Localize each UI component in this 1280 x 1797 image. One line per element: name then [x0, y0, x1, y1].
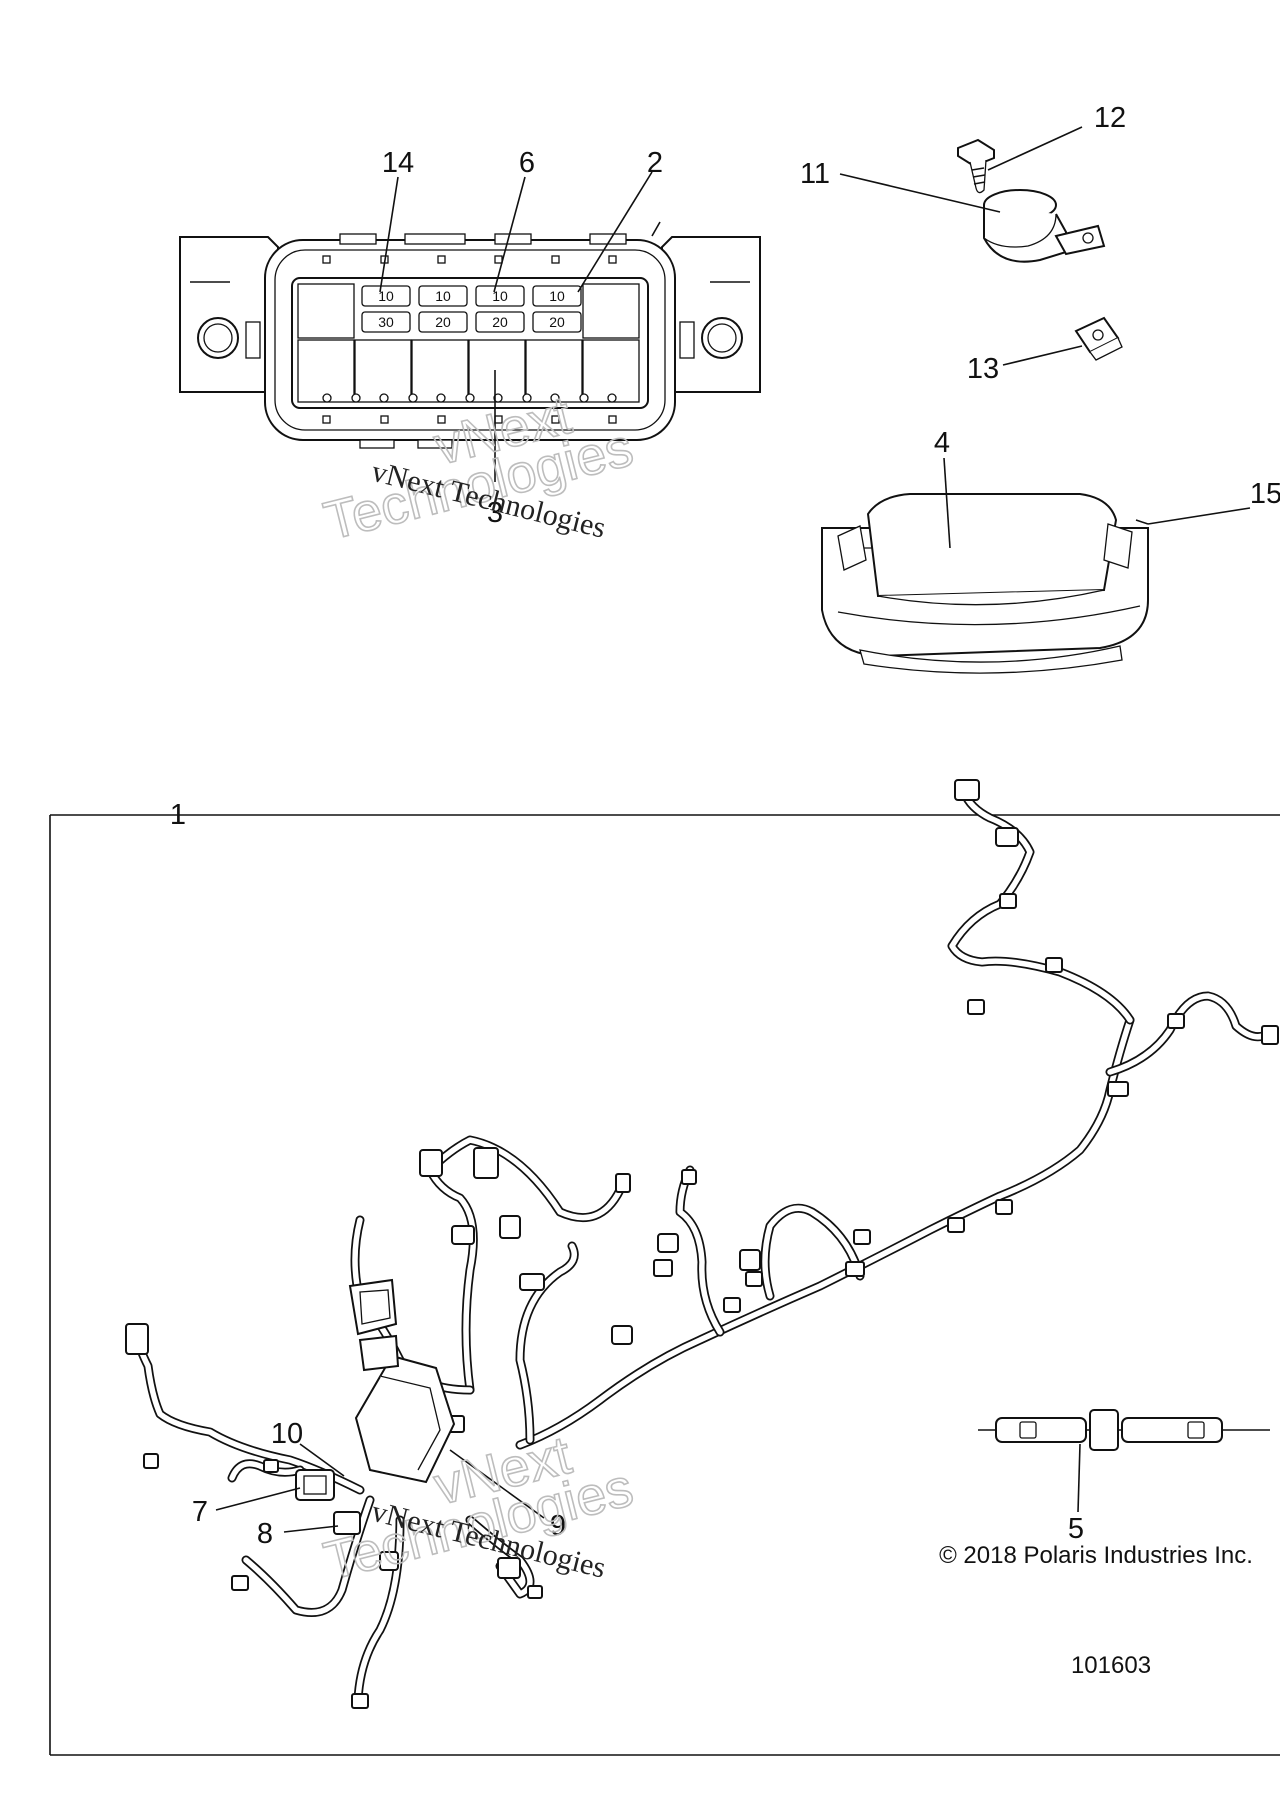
callout-6: 6 [519, 147, 535, 179]
fuse-holder-connector [333, 1511, 361, 1535]
callout-14: 14 [382, 147, 414, 179]
fuse-label: 30 [378, 314, 394, 330]
main-wire-harness [125, 779, 1279, 1709]
fuse-label: 20 [549, 314, 565, 330]
electronic-module [348, 1278, 456, 1484]
fuse-label: 10 [378, 288, 394, 304]
callout-12: 12 [1094, 102, 1126, 134]
fuse-label: 20 [492, 314, 508, 330]
callout-3: 3 [487, 497, 503, 529]
callout-7: 7 [192, 1496, 208, 1528]
callout-4: 4 [934, 427, 950, 459]
fuse-label: 20 [435, 314, 451, 330]
fuse-row-bottom: 30 20 20 20 [361, 311, 582, 333]
callout-2: 2 [647, 147, 663, 179]
copyright-text: © 2018 Polaris Industries Inc. [939, 1542, 1253, 1569]
callout-9: 9 [550, 1510, 566, 1542]
harness-frame [49, 814, 1280, 1756]
callout-1: 1 [170, 799, 186, 831]
fuse-relay-box: 10 10 10 10 30 20 20 20 [179, 221, 761, 449]
callout-13: 13 [967, 353, 999, 385]
fuse-label: 10 [492, 288, 508, 304]
relay-connector [295, 1469, 335, 1501]
callout-11: 11 [800, 158, 830, 190]
fuse-label: 10 [549, 288, 565, 304]
clip-nut [1074, 316, 1123, 361]
fuse-label: 10 [435, 288, 451, 304]
fuse-box-cover [821, 493, 1149, 674]
bolt [957, 138, 995, 194]
fuse-row-top: 10 10 10 10 [361, 285, 582, 307]
callout-5: 5 [1068, 1513, 1084, 1545]
diagram-number: 101603 [1071, 1652, 1151, 1679]
callout-8: 8 [257, 1518, 273, 1550]
callout-10: 10 [271, 1418, 303, 1450]
harness-clamp [983, 189, 1106, 263]
inline-fuse-holder [978, 1409, 1270, 1451]
callout-15: 15 [1250, 478, 1280, 510]
